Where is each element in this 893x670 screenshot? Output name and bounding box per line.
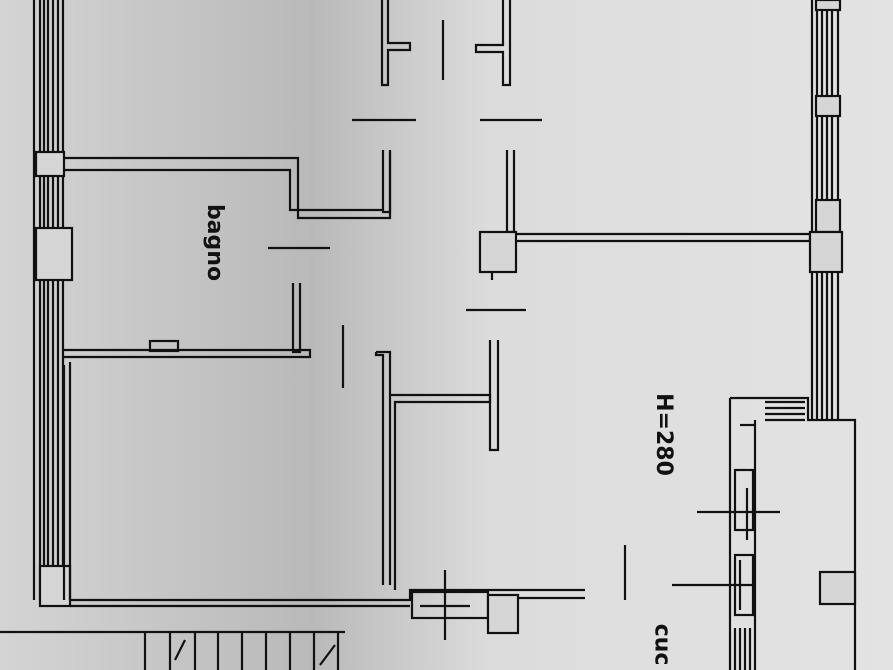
bathroom-bottom-wall	[64, 348, 312, 359]
left-exterior-wall	[32, 0, 65, 600]
bottom-pillar	[486, 593, 520, 635]
top-door-right	[474, 0, 512, 87]
middle-room-door-jamb	[488, 340, 500, 452]
kitchen-outer-wall	[730, 396, 857, 670]
bathroom-top-wall-inner	[64, 168, 384, 212]
bottom-wall	[70, 588, 585, 602]
staircase	[143, 632, 340, 670]
right-wall-pillar-2	[814, 198, 842, 234]
ceiling-height-label: H=280	[650, 393, 676, 476]
right-wall-pillar-3	[808, 230, 844, 274]
kitchen-pillar	[818, 570, 857, 606]
room-label-kitchen: cuc	[649, 623, 675, 666]
middle-room-left-wall	[374, 352, 385, 585]
room-label-bathroom: bagno	[202, 203, 228, 282]
kitchen-lower-wall	[733, 628, 752, 670]
right-wall-pillar-top	[814, 0, 842, 12]
top-door-left	[380, 0, 412, 87]
kitchen-niche-1	[733, 468, 755, 532]
wall-pillar-2	[34, 226, 74, 282]
bathroom-door-jamb	[291, 283, 302, 354]
middle-room-left-wall-inner	[376, 350, 392, 585]
right-wall-pillar-1	[814, 94, 842, 118]
corridor-stub-left	[381, 150, 392, 214]
bathroom-fixture	[148, 339, 180, 353]
kitchen-vent	[765, 400, 805, 422]
wall-pillar-3	[38, 564, 72, 608]
wall-pillar-1	[34, 150, 66, 178]
corridor-pillar	[478, 230, 518, 274]
